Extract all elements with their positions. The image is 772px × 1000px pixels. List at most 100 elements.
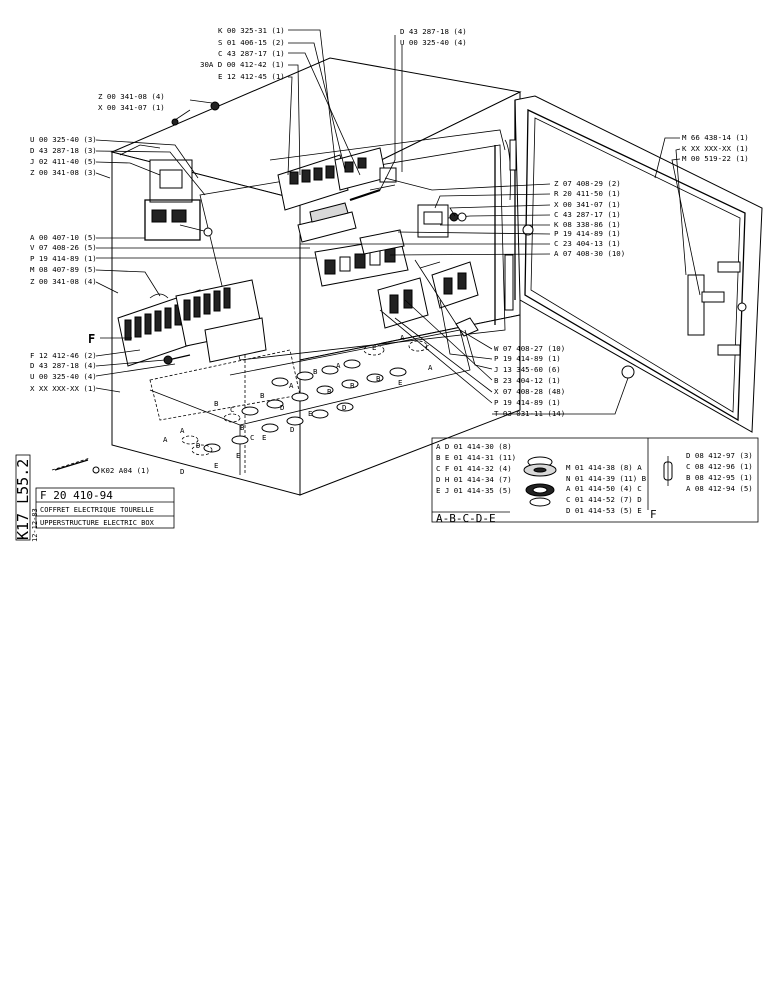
callout: D 43 287-18 (4) bbox=[400, 27, 467, 36]
callout: M 08 407-89 (5) bbox=[30, 265, 97, 274]
svg-text:B: B bbox=[313, 367, 318, 376]
din-rail bbox=[297, 202, 357, 243]
svg-text:B: B bbox=[350, 381, 355, 390]
svg-text:E: E bbox=[214, 461, 218, 470]
cable-entry-holes bbox=[181, 340, 428, 456]
callout: P 19 414-89 (1) bbox=[494, 354, 561, 363]
legend-grommet: C F 01 414-32 (4) bbox=[436, 464, 512, 473]
legend-fuse: B 08 412-95 (1) bbox=[686, 473, 753, 482]
callout: J 13 345-60 (6) bbox=[494, 365, 561, 374]
callout: V 07 408-26 (5) bbox=[30, 243, 97, 252]
callouts-left-lower: F 12 412-46 (2) D 43 287-18 (4) U 00 325… bbox=[30, 351, 97, 393]
callout: P 19 414-89 (1) bbox=[30, 254, 97, 263]
callouts-left-upper: U 00 325-40 (3) D 43 287-18 (3) J 02 411… bbox=[30, 135, 97, 177]
callout: C 43 287-17 (1) bbox=[218, 49, 285, 58]
svg-text:B: B bbox=[327, 387, 332, 396]
callout: R 20 411-50 (1) bbox=[554, 189, 621, 198]
callout: 30A D 00 412-42 (1) bbox=[200, 60, 285, 69]
callout: K 08 338-86 (1) bbox=[554, 220, 621, 229]
hole-letter: A bbox=[180, 426, 185, 435]
svg-text:D: D bbox=[180, 467, 184, 476]
hole-letter: D bbox=[196, 441, 200, 450]
callouts-door: M 66 438-14 (1) K XX XXX-XX (1) M 00 519… bbox=[682, 133, 749, 163]
callouts-top-left: Z 00 341-08 (4) X 00 341-07 (1) bbox=[98, 92, 165, 112]
callout: M 00 519-22 (1) bbox=[682, 154, 749, 163]
title-en: UPPERSTRUCTURE ELECTRIC BOX bbox=[40, 519, 155, 527]
callout: X 00 341-07 (1) bbox=[98, 103, 165, 112]
legend-grommet: E J 01 414-35 (5) bbox=[436, 486, 512, 495]
callout: X 07 408-28 (48) bbox=[494, 387, 565, 396]
callouts-top-center: K 00 325-31 (1) S 01 406-15 (2) C 43 287… bbox=[200, 26, 285, 81]
side-code: K17 L55.2 bbox=[14, 459, 32, 540]
legend-grommet: B E 01 414-31 (11) bbox=[436, 453, 516, 462]
legend-fuse: D 08 412-97 (3) bbox=[686, 451, 753, 460]
svg-text:E: E bbox=[262, 433, 266, 442]
cable-part: K02 A04 (1) bbox=[51, 457, 150, 475]
callout: B 23 404-12 (1) bbox=[494, 376, 561, 385]
cable-tag: K02 A04 (1) bbox=[101, 466, 150, 475]
callout: A 00 407-10 (5) bbox=[30, 233, 97, 242]
hole-letter: B bbox=[214, 399, 219, 408]
hole-letter: C bbox=[425, 343, 429, 352]
svg-text:C: C bbox=[250, 433, 254, 442]
callout: D 43 287-18 (4) bbox=[30, 361, 97, 370]
callout: Z 00 341-08 (4) bbox=[30, 277, 97, 286]
svg-text:B: B bbox=[376, 374, 381, 383]
callout: S 01 406-15 (2) bbox=[218, 38, 285, 47]
callout: U 00 325-40 (3) bbox=[30, 135, 97, 144]
svg-text:A: A bbox=[400, 333, 405, 342]
hole-letter: B bbox=[260, 391, 265, 400]
callouts-top-right: D 43 287-18 (4) U 00 325-40 (4) bbox=[400, 27, 467, 47]
legend-f: F bbox=[650, 508, 657, 521]
svg-text:B: B bbox=[240, 423, 245, 432]
svg-text:E: E bbox=[236, 451, 240, 460]
title-block: F 20 410-94 COFFRET ELECTRIQUE TOURELLE … bbox=[35, 487, 175, 529]
leader-lines bbox=[95, 29, 701, 415]
callout: P 19 414-89 (1) bbox=[494, 398, 561, 407]
fuse-holder-group bbox=[377, 261, 479, 337]
hole-letter: A bbox=[163, 435, 168, 444]
hole-letter: C bbox=[230, 405, 234, 414]
legend-fuse: C 08 412-96 (1) bbox=[686, 462, 753, 471]
callout: C 23 404-13 (1) bbox=[554, 239, 621, 248]
side-date: 12-12-83 bbox=[31, 508, 39, 542]
legend-nut: C 01 414-52 (7) D bbox=[566, 495, 642, 504]
callout: X 00 341-07 (1) bbox=[554, 200, 621, 209]
relay-bracket-left bbox=[144, 159, 213, 241]
legend-grommet: D H 01 414-34 (7) bbox=[436, 475, 512, 484]
legend-abcde: A-B-C-D-E bbox=[436, 512, 496, 525]
callouts-lower-right: W 07 408-27 (10) P 19 414-89 (1) J 13 34… bbox=[494, 344, 565, 418]
callout: T 03 031-11 (14) bbox=[494, 409, 565, 418]
connector-block-center bbox=[314, 229, 409, 287]
callout: J 02 411-40 (5) bbox=[30, 157, 97, 166]
callout: U 00 325-40 (4) bbox=[400, 38, 467, 47]
legend-nut: M 01 414-38 (8) A bbox=[566, 463, 642, 472]
callout: K XX XXX-XX (1) bbox=[682, 144, 749, 153]
callout: Z 00 341-08 (3) bbox=[30, 168, 97, 177]
legend-box: A D 01 414-30 (8) B E 01 414-31 (11) C F… bbox=[431, 437, 759, 525]
svg-text:E: E bbox=[308, 409, 312, 418]
hole-letter: D bbox=[280, 403, 284, 412]
legend-fuse: A 08 412-94 (5) bbox=[686, 484, 753, 493]
svg-text:D: D bbox=[290, 425, 294, 434]
legend-nut: A 01 414-50 (4) C bbox=[566, 484, 642, 493]
callout: W 07 408-27 (10) bbox=[494, 344, 565, 353]
door-panel bbox=[504, 95, 763, 433]
fuse-group-label: F bbox=[88, 332, 95, 346]
hole-letter: E bbox=[398, 378, 402, 387]
hole-letter: E bbox=[372, 343, 376, 352]
svg-text:A: A bbox=[336, 361, 341, 370]
legend-nut: N 01 414-39 (11) B bbox=[566, 474, 647, 483]
callout: Z 00 341-08 (4) bbox=[98, 92, 165, 101]
callout: F 12 412-46 (2) bbox=[30, 351, 97, 360]
callout: K 00 325-31 (1) bbox=[218, 26, 285, 35]
svg-text:A: A bbox=[428, 363, 433, 372]
legend-grommet: A D 01 414-30 (8) bbox=[436, 442, 512, 451]
relay-right bbox=[417, 204, 471, 238]
callout: U 00 325-40 (4) bbox=[30, 372, 97, 381]
terminal-strip-upper bbox=[277, 147, 397, 211]
svg-text:D: D bbox=[342, 403, 346, 412]
callout: D 43 287-18 (3) bbox=[30, 146, 97, 155]
callouts-center-right: Z 07 408-29 (2) R 20 411-50 (1) X 00 341… bbox=[554, 179, 625, 258]
